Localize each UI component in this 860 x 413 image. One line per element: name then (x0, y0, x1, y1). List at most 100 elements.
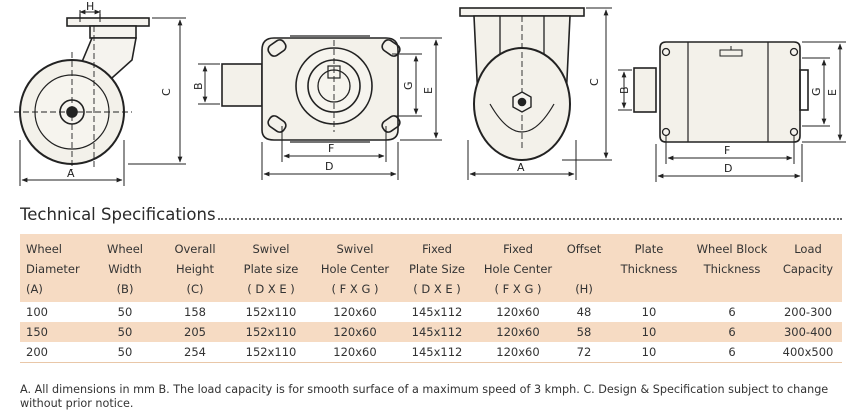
fixed-top-plate-view (618, 41, 846, 182)
column-header-line: Width (108, 262, 142, 276)
table-cell: 120x60 (333, 305, 377, 319)
table-cell: 205 (184, 325, 206, 339)
dim-label-e: E (422, 87, 435, 94)
section-title: Technical Specifications (20, 205, 216, 224)
dim-label-d2: D (724, 162, 732, 175)
column-header-line: Capacity (782, 262, 834, 276)
table-cell: 10 (641, 325, 657, 339)
table-cell: 6 (728, 325, 736, 339)
column-header-line: Wheel (106, 242, 143, 256)
column-header-line: Swivel (336, 242, 374, 256)
column-header-line: Overall (174, 242, 216, 256)
table-cell: 300-400 (783, 325, 833, 339)
table-cell: 50 (117, 305, 133, 319)
dim-label-f: F (328, 142, 334, 155)
column-header-line (610, 279, 688, 299)
column-header-line: Hole Center (483, 262, 553, 276)
table-cell: 145x112 (411, 305, 463, 319)
column-header-line: (B) (116, 282, 134, 296)
swivel-top-plate-view (198, 35, 442, 180)
technical-drawings: H C A (0, 0, 860, 200)
column-header-line: Wheel (26, 242, 63, 256)
column-header-line: Plate size (243, 262, 299, 276)
column-header-line: ( D X E ) (413, 282, 461, 296)
table-cell: 400x500 (774, 342, 842, 363)
dim-label-a: A (67, 167, 75, 180)
drawings-svg: H C A (14, 0, 846, 186)
table-cell: 145x112 (411, 325, 463, 339)
column-header-line: Load (794, 242, 822, 256)
table-cell: 152x110 (245, 305, 297, 319)
dim-label-f2: F (724, 144, 730, 157)
column-header-line: (C) (186, 282, 204, 296)
table-cell: 120x60 (333, 325, 377, 339)
table-cell: 145x112 (398, 342, 476, 363)
column-header-line: Fixed (503, 242, 533, 256)
table-cell: 158 (184, 305, 206, 319)
column-header-line: Offset (566, 242, 602, 256)
table-cell: 50 (90, 342, 160, 363)
table-cell: 120x60 (476, 342, 560, 363)
table-cell: 50 (117, 325, 133, 339)
column-header-line: Wheel Block (696, 242, 768, 256)
column-header-line (692, 279, 772, 299)
column-header-line: Plate (634, 242, 664, 256)
column-header-line: Thickness (703, 262, 761, 276)
column-header-line: ( F X G ) (331, 282, 379, 296)
column-header-line: Fixed (422, 242, 452, 256)
table-cell: 100 (26, 305, 48, 319)
table-cell: 72 (560, 342, 608, 363)
column-header-line: Thickness (620, 262, 678, 276)
section-heading: Technical Specifications (20, 198, 842, 224)
dim-label-c2: C (588, 78, 601, 86)
table-cell: 150 (26, 325, 48, 339)
fixed-caster-front-view (459, 7, 612, 180)
table-cell: 152x110 (230, 342, 312, 363)
table-cell: 48 (576, 305, 592, 319)
heading-dotted-leader (217, 217, 842, 220)
table-cell: 200 (20, 342, 90, 363)
dim-label-b2: B (618, 86, 631, 94)
table-cell: 200-300 (783, 305, 833, 319)
column-header-line: (A) (26, 282, 43, 296)
column-header-line: Height (175, 262, 214, 276)
table-cell: 120x60 (312, 342, 398, 363)
table-cell: 120x60 (496, 305, 540, 319)
table-cell: 58 (576, 325, 592, 339)
table-cell: 254 (160, 342, 230, 363)
dim-label-e2: E (826, 89, 839, 96)
table-cell: 10 (608, 342, 690, 363)
dim-label-d: D (325, 160, 333, 173)
dim-label-c: C (160, 88, 173, 96)
dim-label-g2: G (810, 87, 823, 96)
column-header-line (776, 279, 840, 299)
column-header-line: Hole Center (320, 262, 390, 276)
column-header-line: ( D X E ) (247, 282, 295, 296)
table-cell: 6 (728, 305, 736, 319)
table-cell: 152x110 (245, 325, 297, 339)
table-cell: 6 (690, 342, 774, 363)
footnotes: A. All dimensions in mm B. The load capa… (20, 383, 829, 410)
column-header-line: (H) (575, 282, 593, 296)
column-header-line: Plate Size (408, 262, 466, 276)
column-header-line: ( F X G ) (494, 282, 542, 296)
column-header: Offset (H) (560, 234, 608, 302)
dim-label-a2: A (517, 161, 525, 174)
column-header-line (562, 259, 606, 279)
dim-label-h: H (86, 0, 94, 13)
swivel-caster-side-view (14, 9, 186, 186)
